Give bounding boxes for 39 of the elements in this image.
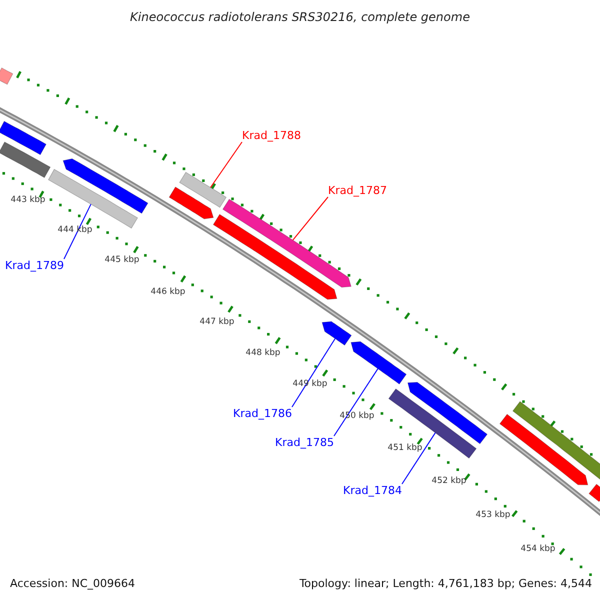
gene-bar <box>0 120 46 156</box>
gene-bar <box>179 172 227 208</box>
map-title: Kineococcus radiotolerans SRS30216, complete genome <box>130 10 470 24</box>
gene-bar <box>588 484 600 502</box>
scale-label: 454 kbp <box>520 544 556 554</box>
gene-bar <box>322 321 352 346</box>
scale-label: 445 kbp <box>104 255 140 265</box>
gene-label: Krad_1785 <box>275 436 334 449</box>
gene-bar <box>0 68 14 85</box>
leader-line <box>334 368 378 436</box>
gene-bar <box>0 142 51 178</box>
gene-bar <box>168 186 214 220</box>
leader-line <box>402 432 436 484</box>
scale-label: 453 kbp <box>476 510 510 520</box>
leader-line <box>210 142 242 188</box>
scale-label: 451 kbp <box>388 443 422 453</box>
gene-label: Krad_1789 <box>5 259 64 272</box>
gene-bar <box>499 414 588 486</box>
gene-bar <box>388 388 477 459</box>
leader-line <box>292 338 336 408</box>
scale-label: 446 kbp <box>150 287 186 297</box>
gene-label: Krad_1788 <box>242 129 301 142</box>
gene-label: Krad_1784 <box>343 484 402 497</box>
gene-label: Krad_1786 <box>233 407 292 420</box>
gene-bar <box>212 214 338 300</box>
scale-label: 448 kbp <box>246 348 280 358</box>
leader-line <box>64 204 92 260</box>
gene-label: Krad_1787 <box>328 184 387 197</box>
gene-bar <box>512 401 600 480</box>
gene-bar <box>350 341 407 385</box>
gene-bar <box>222 198 352 288</box>
footer-text: Topology: linear; Length: 4,761,183 bp; Genes: 4,544 <box>299 577 592 590</box>
scale-label: 447 kbp <box>200 317 234 327</box>
scale-label: 452 kbp <box>432 476 466 486</box>
leader-line <box>292 196 328 241</box>
gene-bar <box>407 382 488 444</box>
footer-text: Accession: NC_009664 <box>10 577 136 590</box>
gene-bar <box>62 158 148 214</box>
scale-label: 443 kbp <box>10 195 46 205</box>
